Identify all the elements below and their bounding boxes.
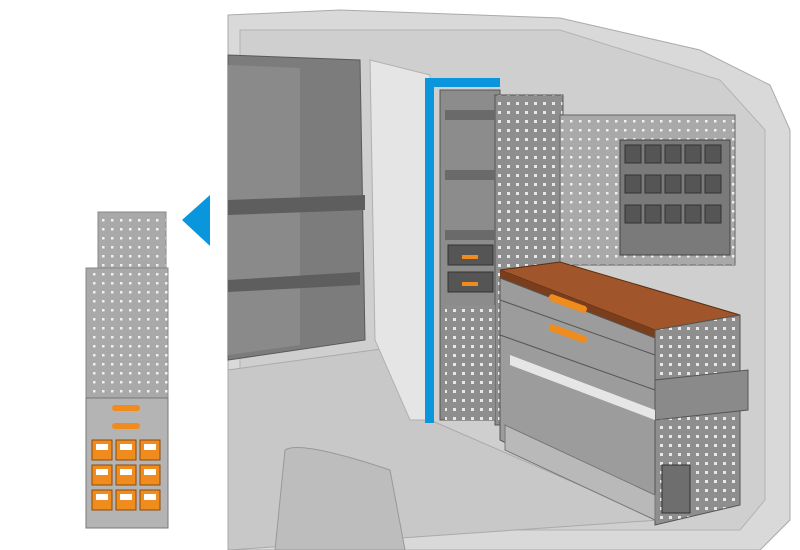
drawer-handle bbox=[548, 294, 587, 313]
partition-highlight-top bbox=[425, 78, 500, 87]
triangle-left-icon bbox=[182, 195, 210, 246]
pegboard-with-bins bbox=[559, 114, 736, 266]
workbench bbox=[499, 261, 749, 526]
shelving-front-view bbox=[85, 211, 169, 529]
tall-shelving-unit bbox=[439, 89, 564, 426]
partition-highlight bbox=[425, 78, 434, 423]
drawer-handle bbox=[548, 324, 587, 343]
